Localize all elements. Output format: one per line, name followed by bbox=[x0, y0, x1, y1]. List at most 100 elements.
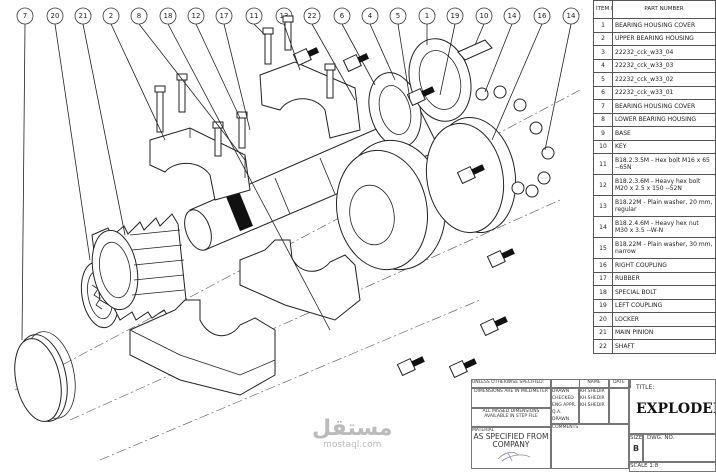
bom-item-no: 7 bbox=[593, 99, 613, 114]
leader-line bbox=[167, 23, 331, 331]
balloon-label: 7 bbox=[23, 12, 27, 20]
balloon-label: 8 bbox=[137, 12, 141, 20]
bom-item-no: 8 bbox=[593, 112, 613, 127]
title-label: TITLE: bbox=[636, 384, 655, 391]
bom-part-number: UPPER BEARING HOUSING bbox=[612, 31, 716, 46]
balloon-label: 21 bbox=[79, 12, 88, 20]
leader-line bbox=[369, 23, 396, 81]
bom-part-number: B18.2.3.6M - Heavy hex bolt M20 x 2.5 x … bbox=[612, 174, 716, 196]
balloon-label: 20 bbox=[51, 12, 60, 20]
balloon-label: 11 bbox=[250, 12, 259, 20]
dwg-no-cell: DWG. NO. bbox=[643, 434, 716, 462]
leader-line bbox=[110, 23, 166, 141]
leader-line bbox=[491, 23, 543, 141]
name-checked: KH.SHEDIR bbox=[580, 396, 605, 401]
bom-item-no: 16 bbox=[593, 258, 613, 273]
name-header: NAME bbox=[587, 380, 601, 385]
balloon-label: 18 bbox=[164, 12, 173, 20]
hex-bolt bbox=[262, 27, 274, 65]
material-label: MATERIAL bbox=[472, 428, 495, 433]
bom-item-no: 15 bbox=[593, 237, 613, 259]
bom-part-number: B18.22M - Plain washer, 30 mm, narrow bbox=[612, 237, 716, 259]
role-checked: CHECKED bbox=[552, 396, 574, 401]
watermark-arabic: مستقل bbox=[312, 416, 393, 441]
bom-item-no: 9 bbox=[593, 126, 613, 141]
bom-part-number: BEARING HOUSING COVER bbox=[612, 99, 716, 114]
leader-line bbox=[82, 23, 126, 236]
signature-icon bbox=[497, 451, 531, 462]
bom-item-no: 19 bbox=[593, 298, 613, 313]
balloon-label: 10 bbox=[480, 12, 489, 20]
dwg-no-label: DWG. NO. bbox=[647, 435, 675, 441]
bom-part-number: 22232_cck_w33_04 bbox=[612, 45, 716, 60]
bom-item-no: 18 bbox=[593, 285, 613, 300]
bom-part-number: B18.2.4.6M - Heavy hex nut M30 x 3.5 --W… bbox=[612, 216, 716, 238]
names-cell: KH.SHEDIR KH.SHEDIR KH.SHEDIR bbox=[579, 388, 609, 424]
bom-part-number: RIGHT COUPLING bbox=[612, 258, 716, 273]
balloon-label: 14 bbox=[567, 12, 576, 20]
end-cap-part bbox=[14, 331, 76, 422]
balloon-label: 1 bbox=[425, 12, 429, 20]
watermark-latin: mostaql.com bbox=[323, 440, 382, 450]
name-header-cell: NAME bbox=[579, 379, 609, 388]
hex-bolt bbox=[154, 85, 166, 133]
unless-specified-cell: UNLESS OTHERWISE SPECIFIED: bbox=[471, 379, 551, 388]
balloon-label: 4 bbox=[368, 12, 373, 20]
leader-line bbox=[484, 23, 513, 93]
drawing-title: EXPLODED bbox=[636, 401, 715, 417]
leader-line bbox=[21, 23, 26, 341]
scale-cell: SCALE 1:8 bbox=[629, 462, 716, 472]
bom-item-no: 10 bbox=[593, 139, 613, 154]
role-eng-appr: ENG APPR. bbox=[552, 403, 577, 408]
balloon-label: 17 bbox=[220, 12, 229, 20]
bom-header-part-number: PART NUMBER bbox=[612, 0, 716, 19]
leader-line bbox=[439, 23, 456, 96]
bom-part-number: RUBBER bbox=[612, 271, 716, 286]
bom-part-number: B18.22M - Plain washer, 20 mm, regular bbox=[612, 195, 716, 217]
title-cell: TITLE: EXPLODED bbox=[629, 379, 716, 434]
comments-label: COMMENTS: bbox=[552, 425, 580, 430]
main-pinion-part bbox=[91, 213, 187, 321]
bom-item-no: 17 bbox=[593, 271, 613, 286]
bom-item-no: 14 bbox=[593, 216, 613, 238]
leader-line bbox=[341, 23, 376, 86]
dates-cell bbox=[609, 388, 629, 424]
bom-header-item-no: ITEM NO. bbox=[593, 0, 613, 19]
bom-part-number: MAIN PINION bbox=[612, 325, 716, 340]
bom-item-no: 22 bbox=[593, 339, 613, 354]
hex-bolt bbox=[212, 121, 224, 157]
dimensions-text: DIMENSIONS ARE IN MILLIMETER bbox=[474, 389, 548, 394]
axis-centerline-bottom bbox=[99, 299, 481, 461]
material-value: AS SPECIFIED FROM COMPANY bbox=[473, 432, 549, 449]
bom-part-number: LOWER BEARING HOUSING bbox=[612, 112, 716, 127]
watermark: مستقل mostaql.com bbox=[312, 416, 393, 451]
bom-part-number: LEFT COUPLING bbox=[612, 298, 716, 313]
bom-part-number: BEARING HOUSING COVER bbox=[612, 18, 716, 33]
bom-item-no: 5 bbox=[593, 72, 613, 87]
scale-label: SCALE 1:8 bbox=[630, 463, 659, 469]
size-label: SIZE bbox=[630, 435, 643, 441]
balloon-label: 16 bbox=[538, 12, 547, 20]
leader-line bbox=[397, 23, 411, 101]
role-drawn: DRAWN bbox=[552, 389, 570, 394]
roles-cell: DRAWN CHECKED ENG APPR. Q.A. DRAWN bbox=[551, 388, 579, 424]
name-drawn: KH.SHEDIR bbox=[580, 389, 605, 394]
balloon-group: 720212818121711132264511910141614 bbox=[16, 7, 580, 25]
bom-item-no: 2 bbox=[593, 31, 613, 46]
bom-part-number: 22232_cck_w33_02 bbox=[612, 72, 716, 87]
